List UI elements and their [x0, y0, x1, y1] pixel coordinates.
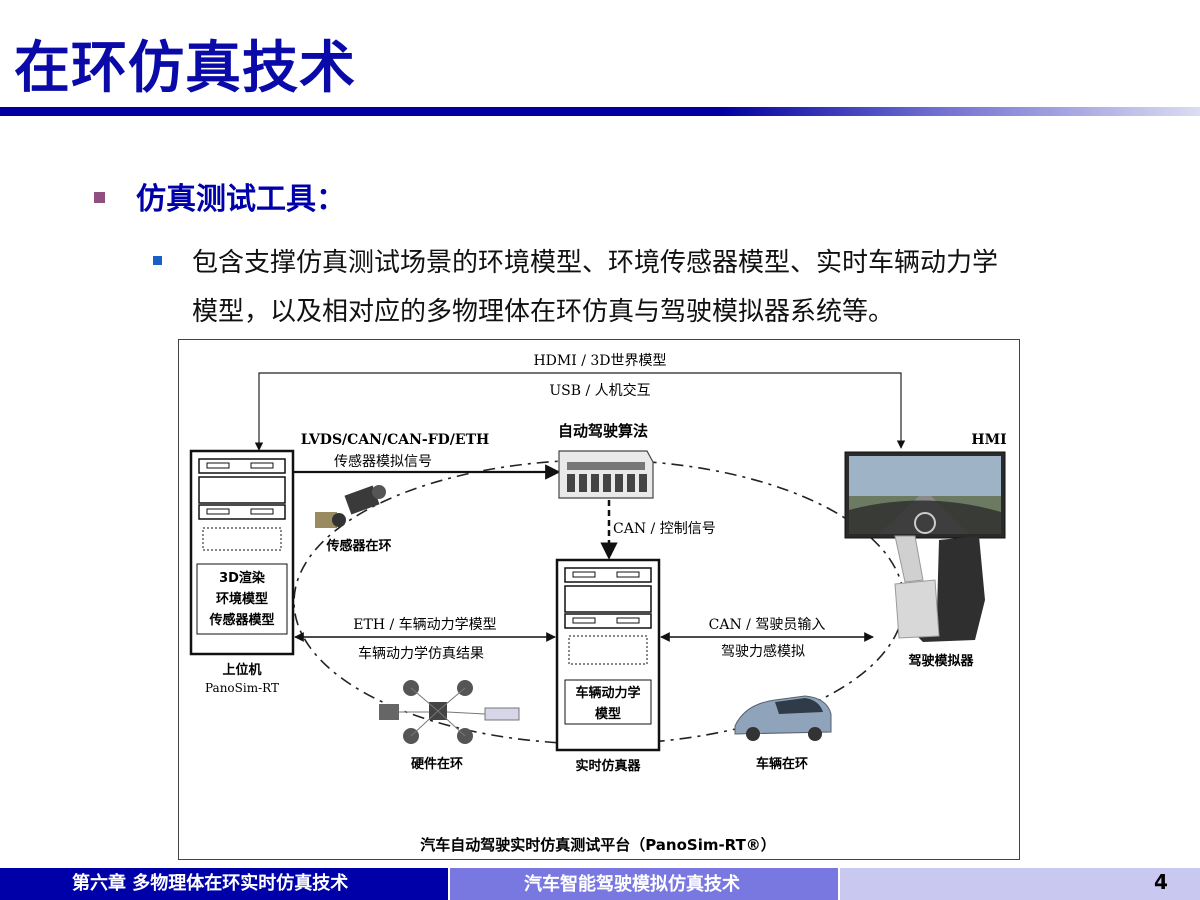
- top-link-label-1: HDMI / 3D世界模型: [533, 353, 666, 369]
- can-driver-label-1: CAN / 驾驶员输入: [709, 617, 826, 633]
- eth-label-1: ETH / 车辆动力学模型: [353, 616, 496, 633]
- can-control-label: CAN / 控制信号: [613, 521, 716, 537]
- driving-simulator-icon: [894, 535, 985, 642]
- title-underline-bar: [0, 107, 1200, 116]
- top-link-label-2: USB / 人机交互: [549, 382, 650, 399]
- footer-chapter-title: 第六章 多物理体在环实时仿真技术: [72, 873, 349, 894]
- host-computer-icon: [189, 449, 295, 656]
- vil-label: 车辆在环: [756, 756, 808, 772]
- host-module-line-1: 3D渲染: [219, 570, 266, 586]
- heading-bullet-icon: [94, 192, 105, 203]
- hmi-screen-icon: [844, 451, 1006, 539]
- driving-sim-label: 驾驶模拟器: [908, 653, 974, 669]
- top-link-line: [254, 372, 906, 451]
- hil-label: 硬件在环: [411, 756, 463, 772]
- body-text-line-1: 包含支撑仿真测试场景的环境模型、环境传感器模型、实时车辆动力学: [192, 248, 999, 278]
- host-algo-label-2: 传感器模拟信号: [334, 453, 432, 470]
- figure-caption: 汽车自动驾驶实时仿真测试平台（PanoSim-RT®）: [420, 836, 776, 854]
- body-bullet-icon: [153, 256, 162, 265]
- sensor-loop-label: 传感器在环: [325, 538, 391, 554]
- page-number: 4: [1154, 870, 1168, 894]
- realtime-simulator-icon: [555, 558, 661, 752]
- host-sublabel: PanoSim-RT: [205, 681, 279, 695]
- host-algo-label-1: LVDS/CAN/CAN-FD/ETH: [301, 432, 489, 448]
- hmi-label: HMI: [971, 432, 1006, 448]
- host-label: 上位机: [222, 662, 261, 678]
- slide-title: 在环仿真技术: [14, 36, 356, 101]
- sensor-camera-icon: [315, 485, 386, 528]
- rt-module-line-1: 车辆动力学: [575, 685, 640, 701]
- algo-label: 自动驾驶算法: [558, 422, 648, 440]
- host-module-line-3: 传感器模型: [208, 612, 274, 628]
- hardware-in-loop-icon: [379, 680, 520, 744]
- platform-diagram-svg: HDMI / 3D世界模型 USB / 人机交互 LVDS/CAN/CAN-FD…: [189, 353, 1007, 854]
- algo-controller-icon: [558, 450, 654, 499]
- can-driver-label-2: 驾驶力感模拟: [721, 643, 805, 660]
- rt-sim-label: 实时仿真器: [575, 758, 641, 774]
- footer-course-title: 汽车智能驾驶模拟仿真技术: [524, 874, 740, 895]
- body-text-line-2: 模型，以及相对应的多物理体在环仿真与驾驶模拟器系统等。: [192, 297, 895, 327]
- platform-diagram: HDMI / 3D世界模型 USB / 人机交互 LVDS/CAN/CAN-FD…: [178, 339, 1020, 860]
- footer-bar-middle: [450, 868, 838, 900]
- eth-label-2: 车辆动力学仿真结果: [358, 645, 484, 662]
- host-module-line-2: 环境模型: [216, 591, 268, 607]
- footer-bar-right: [840, 868, 1200, 900]
- vehicle-in-loop-icon: [734, 695, 832, 741]
- section-heading: 仿真测试工具：: [136, 182, 346, 217]
- footer-bar-left: [0, 868, 448, 900]
- rt-module-line-2: 模型: [595, 706, 621, 722]
